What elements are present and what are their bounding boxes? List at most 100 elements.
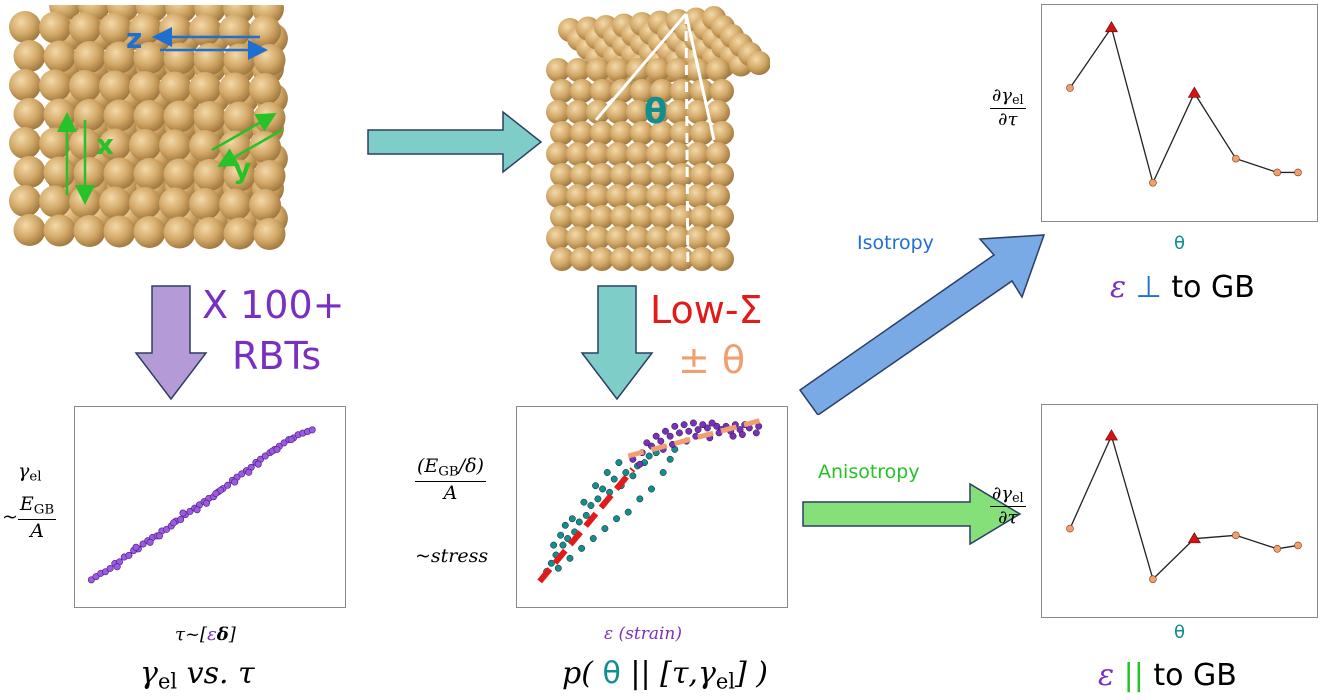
teal-point	[580, 498, 588, 506]
atom	[39, 185, 71, 218]
rbt-point	[146, 538, 154, 546]
atom	[646, 184, 670, 208]
atom	[710, 79, 734, 103]
atom	[99, 12, 131, 45]
series-line	[1069, 26, 1298, 185]
atom	[99, 128, 131, 161]
rbt-point	[186, 507, 194, 515]
teal-point	[566, 554, 574, 562]
rbt-point	[170, 519, 178, 527]
atom	[219, 14, 251, 47]
atom	[550, 247, 574, 271]
rbt-point	[101, 568, 109, 576]
atom	[13, 40, 46, 72]
atom	[706, 58, 730, 82]
atom	[253, 160, 286, 192]
atom	[103, 215, 136, 248]
atom	[686, 184, 710, 208]
teal-point	[601, 525, 609, 533]
atom	[193, 217, 226, 249]
atom	[223, 43, 256, 76]
atom	[9, 185, 41, 217]
atom	[566, 184, 590, 208]
purple-point	[694, 426, 702, 434]
teal-point	[575, 518, 583, 526]
purple-point	[636, 460, 644, 468]
atom	[73, 215, 106, 247]
purple-point	[703, 424, 711, 432]
anisotropy-y-label: ∂γel∂τ	[990, 483, 1026, 528]
stress-caption: p( θ || [τ,γel] )	[562, 656, 768, 694]
atom	[249, 73, 281, 105]
teal-point	[648, 485, 655, 493]
rbt-point	[177, 516, 185, 524]
atom	[566, 142, 590, 166]
x-axis-label: x	[96, 128, 115, 161]
atom	[686, 226, 710, 250]
rbt-point	[87, 576, 95, 584]
atom	[546, 100, 570, 124]
atom	[706, 226, 730, 250]
purple-point	[689, 419, 697, 427]
rbt-point	[139, 540, 147, 548]
point-marker	[1066, 524, 1074, 533]
teal-point	[613, 515, 621, 523]
teal-point	[645, 452, 653, 460]
rbt-x-label: τ~[εδ]	[175, 624, 236, 645]
atom	[550, 121, 574, 145]
teal-point	[587, 502, 595, 509]
teal-point	[659, 469, 667, 476]
rbt-y-label-gamma: γel	[18, 460, 42, 485]
atom	[686, 142, 710, 166]
atom	[710, 247, 734, 271]
atom	[630, 121, 654, 145]
atom	[626, 184, 650, 208]
atom	[586, 184, 610, 208]
atom	[69, 70, 101, 102]
atom	[570, 79, 594, 103]
atom	[73, 99, 106, 131]
atom	[546, 58, 570, 82]
point-marker	[1294, 168, 1302, 177]
atom	[99, 70, 131, 103]
atom	[610, 205, 634, 229]
teal-point	[564, 535, 572, 542]
atom	[650, 205, 674, 229]
atom	[189, 72, 221, 104]
atom	[163, 100, 196, 133]
y-axis-label: y	[233, 152, 252, 185]
rbt-point	[113, 563, 121, 571]
atom	[193, 159, 226, 191]
atom	[710, 121, 734, 145]
rbt-point	[203, 499, 211, 507]
atom	[129, 71, 161, 103]
atom	[73, 41, 106, 73]
isotropy-label: Isotropy	[857, 232, 934, 254]
purple-point	[652, 432, 660, 440]
atom	[690, 247, 714, 271]
atom	[223, 217, 256, 250]
rbt-point	[238, 470, 246, 478]
atom	[133, 100, 166, 132]
purple-point	[738, 431, 746, 438]
isotropy-caption: ε ⊥ to GB	[1110, 270, 1255, 305]
atom	[163, 216, 196, 249]
purple-point	[685, 427, 693, 435]
atom	[9, 69, 41, 101]
atom	[646, 226, 670, 250]
teal-point	[622, 469, 630, 476]
atom	[706, 100, 730, 124]
atom	[103, 41, 136, 74]
atom	[133, 158, 166, 190]
teal-point	[592, 482, 600, 490]
teal-point	[578, 544, 586, 552]
isotropy-y-label: ∂γel∂τ	[990, 85, 1026, 130]
multiplier-label: X 100+	[202, 283, 345, 327]
atom	[646, 100, 670, 124]
rbt-point	[245, 468, 253, 476]
atom	[223, 101, 256, 134]
series-line	[1069, 433, 1299, 581]
atom	[550, 79, 574, 103]
atom	[73, 157, 106, 189]
